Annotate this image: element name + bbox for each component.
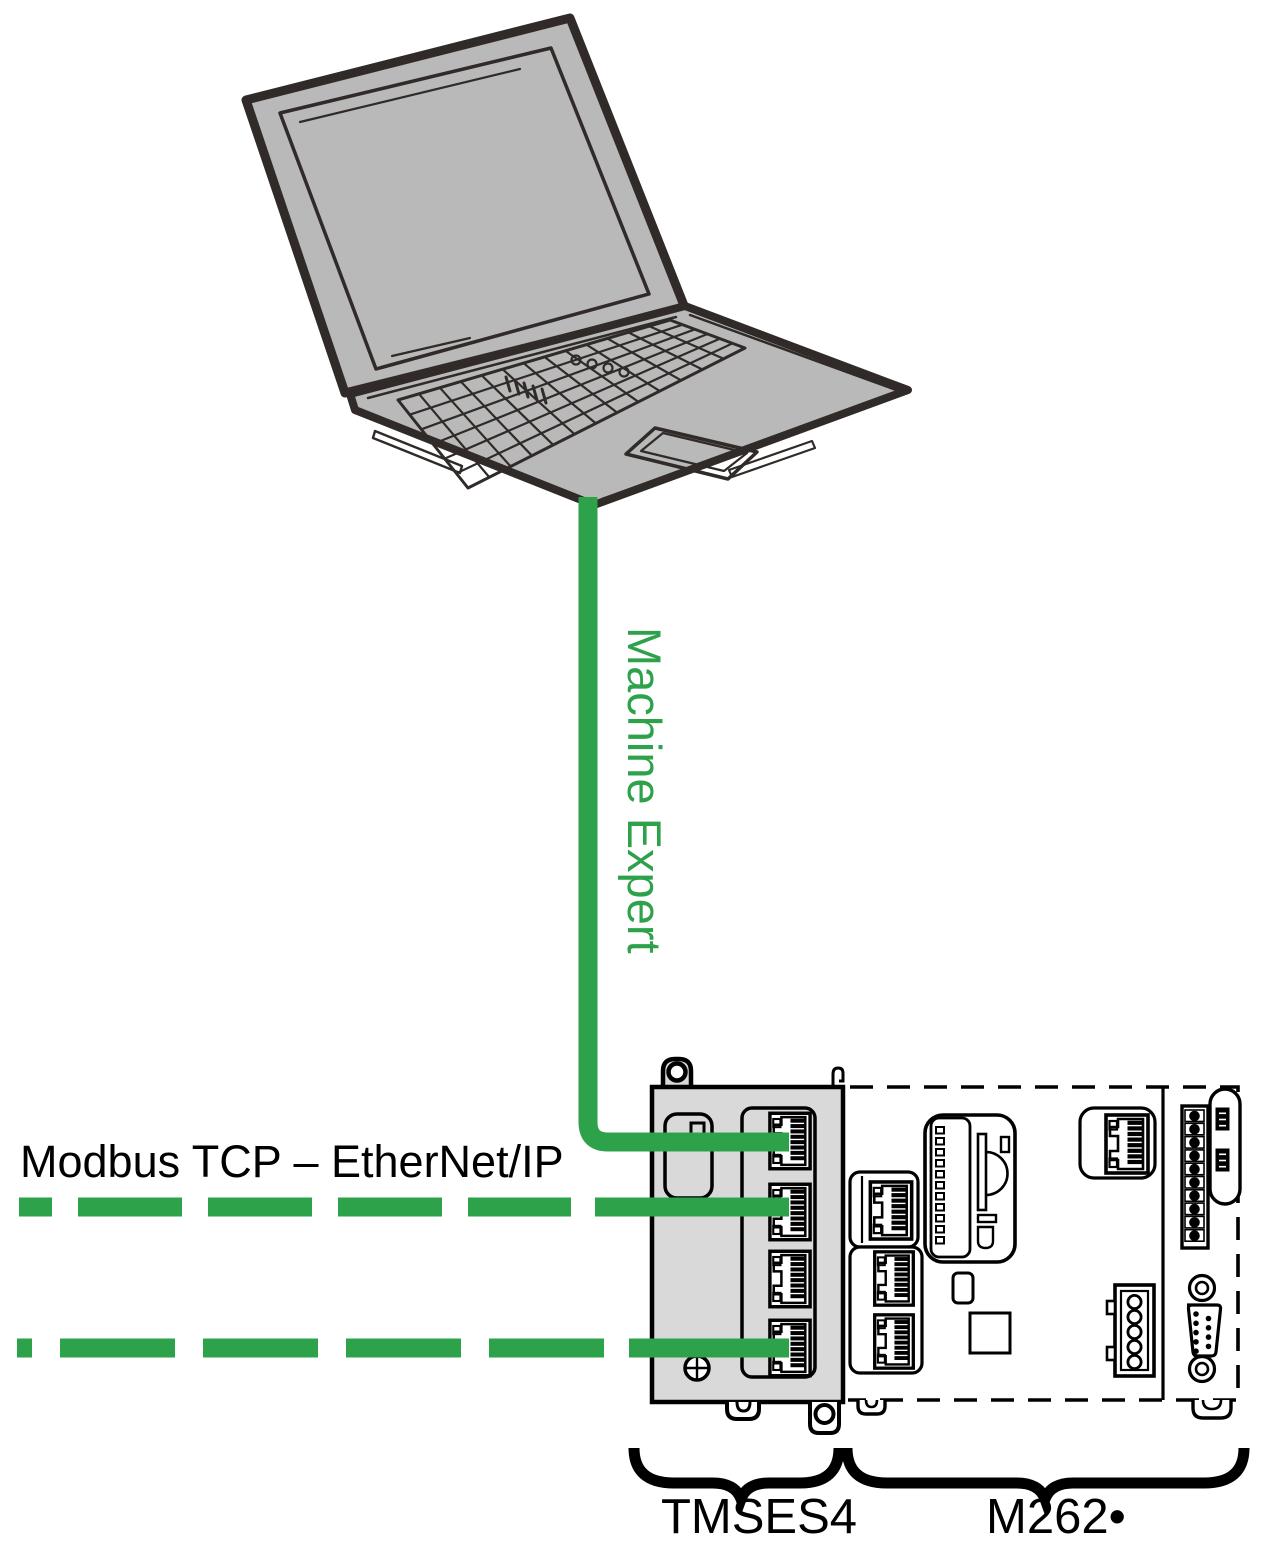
din-hook-icon <box>831 1066 845 1088</box>
laptop-illustration <box>241 13 912 509</box>
m262-module-drawing <box>848 1085 1242 1420</box>
ethernet-port-3-icon <box>768 1249 812 1309</box>
tmses4-module-drawing <box>649 1056 846 1435</box>
mounting-hole-icon <box>666 1061 688 1083</box>
power-connector-icon <box>1105 1283 1156 1378</box>
m262-ethernet-port-icon <box>872 1313 916 1370</box>
tmses4-brace <box>628 1447 845 1516</box>
machine-expert-cable <box>578 497 789 1152</box>
m262-brace <box>841 1447 1250 1516</box>
laptop-touchpad <box>624 426 759 481</box>
mounting-screw-icon <box>683 1354 711 1382</box>
laptop-cd-slot <box>371 429 464 475</box>
db9-serial-connector-icon <box>1186 1273 1223 1384</box>
machine-expert-label: Machine Expert <box>618 627 671 954</box>
m262-ethernet-port-icon <box>870 1182 911 1239</box>
modbus-tcp-ethernet-ip-label: Modbus TCP – EtherNet/IP <box>20 1136 564 1187</box>
m262-ethernet-port-icon <box>872 1250 916 1307</box>
connection-lines <box>17 497 789 1358</box>
tmses4-label: TMSES4 <box>661 1490 858 1544</box>
laptop-screen <box>278 46 651 371</box>
m262-ethernet-port-icon <box>1104 1113 1150 1175</box>
terminal-block-icon <box>1180 1104 1210 1250</box>
sd-card-slot-icon <box>923 1113 1017 1264</box>
dip-switch-icon <box>1208 1087 1242 1206</box>
m262-label: M262• <box>986 1490 1126 1544</box>
m262-dashed-outline <box>848 1085 1240 1402</box>
